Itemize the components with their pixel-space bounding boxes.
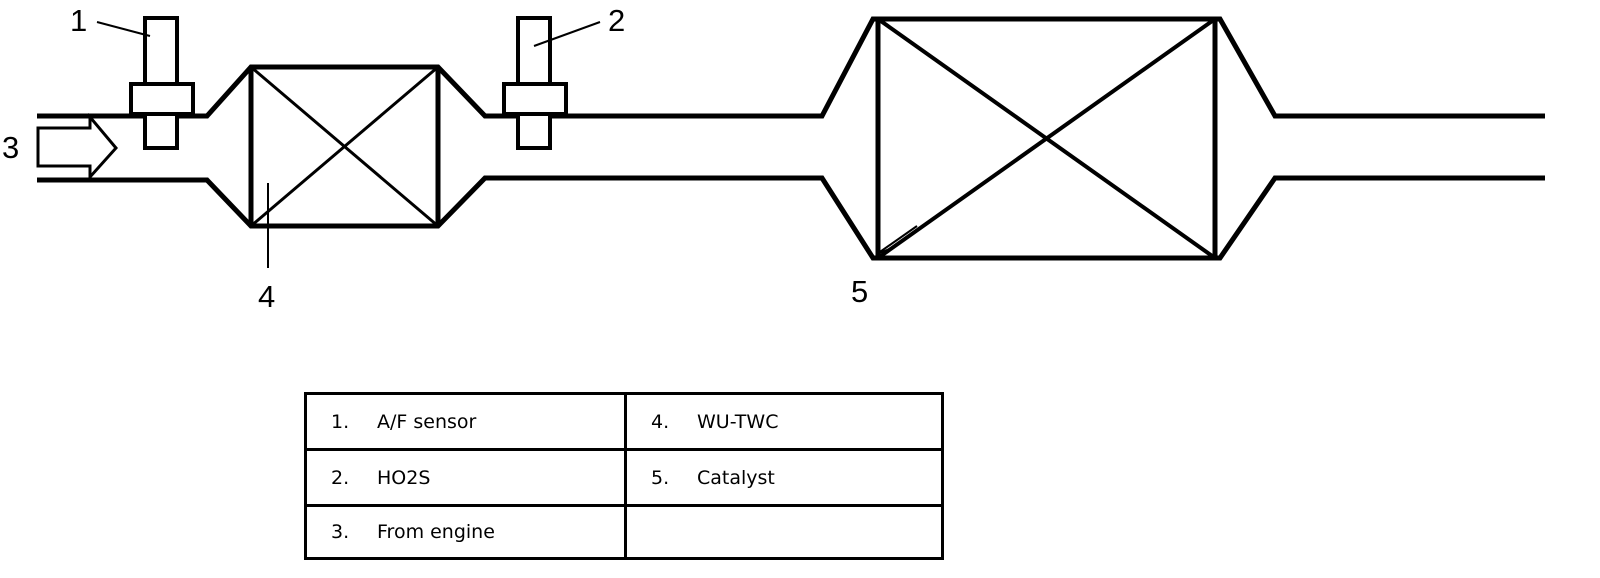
pipe-top-wall: [37, 16, 1545, 119]
legend-cell-empty: [627, 507, 941, 557]
legend-number: 5.: [651, 466, 670, 489]
leader-arrowhead-5b: [876, 247, 893, 255]
legend-number: 2.: [331, 466, 350, 489]
ho2s-sensor: [502, 16, 568, 150]
leader-line-5: [876, 225, 918, 255]
flow-arrow: [36, 112, 118, 181]
main-catalyst: [875, 17, 1218, 260]
legend-cell: 2. HO2S: [307, 451, 627, 507]
legend-table: 1. A/F sensor 4. WU-TWC 2. HO2S 5. Catal…: [304, 392, 944, 560]
callout-5: 5: [851, 274, 868, 309]
legend-number: 4.: [651, 410, 670, 433]
legend-label: A/F sensor: [377, 410, 477, 433]
legend-label: Catalyst: [697, 466, 775, 489]
legend-label: HO2S: [377, 466, 431, 489]
leader-line-2: [533, 21, 601, 47]
legend-cell: 3. From engine: [307, 507, 627, 557]
callout-2: 2: [608, 3, 625, 38]
legend-label: From engine: [377, 521, 495, 543]
leader-line-1: [96, 21, 151, 37]
legend-cell: 5. Catalyst: [627, 451, 941, 507]
leader-arrowhead-5a: [876, 236, 879, 255]
legend-label: WU-TWC: [697, 410, 779, 433]
legend-number: 1.: [331, 410, 350, 433]
callout-4: 4: [258, 279, 275, 314]
legend-number: 3.: [331, 521, 350, 543]
callout-3: 3: [2, 130, 19, 165]
wu-twc-catalyst: [248, 65, 441, 228]
callout-1: 1: [70, 3, 87, 38]
pipe-bottom-wall: [37, 175, 1545, 261]
legend-cell: 4. WU-TWC: [627, 395, 941, 451]
af-sensor: [129, 16, 195, 150]
legend-cell: 1. A/F sensor: [307, 395, 627, 451]
